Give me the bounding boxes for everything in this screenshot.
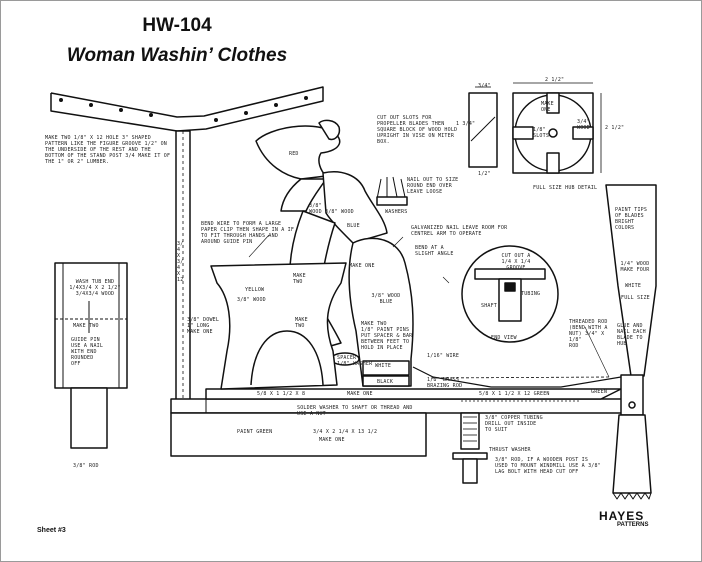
galvanized-nail-label: galvanized nail leave room for centrel a…: [411, 225, 508, 237]
dowel-label: 3/8" dowel 1" long make one: [187, 317, 220, 335]
yellow-label: yellow: [245, 287, 265, 293]
brand-subtitle: PATTERNS: [617, 522, 649, 528]
washtub: [210, 262, 347, 390]
threaded-rod-label: threaded rod (bend with a nut) 3/4" x 1/…: [569, 319, 608, 349]
paint-tips-label: paint tips of blades bright colors: [615, 207, 648, 231]
pattern-number: HW-104: [142, 15, 212, 36]
sheet-number: Sheet #3: [37, 527, 66, 534]
beam-dims-label: 3/4 x 2 1/4 x 13 1/2: [313, 429, 378, 435]
bend-bar-note: make two 1/8" x 12 hole 3" shaped patter…: [45, 135, 171, 165]
green-small-label: green: [591, 389, 608, 395]
hub-detail: [512, 82, 602, 174]
white-blade-label: white: [625, 283, 642, 289]
make-two-pins-label: make two 1/8" paint pins put spacer & ba…: [361, 321, 413, 351]
white-box-label: white: [375, 363, 392, 369]
end-view-circle: [461, 245, 559, 343]
wood-blue-label: 3/8" wood blue: [371, 293, 401, 305]
full-size-label: full size: [621, 295, 650, 301]
brand-name: HAYES: [599, 509, 645, 523]
make-one-beam-label: make one: [319, 437, 345, 443]
thrust-washer-label: thrust washer: [489, 447, 531, 453]
base-beam: [170, 388, 632, 457]
tub-wood-label: 3/8" wood: [237, 297, 266, 303]
paint-green-label: paint green: [237, 429, 273, 435]
solder-note-label: solder washer to shaft or thread and use…: [297, 405, 413, 417]
bottom-rod-label: 3/8" rod: [73, 463, 99, 469]
slot-block-height-label: 1 3/4": [456, 121, 476, 127]
make-two-tub-label: make two: [295, 317, 308, 329]
blade-wood-label: 1/4" wood make four: [620, 261, 650, 273]
skin-wood-label: 3/8" wood: [325, 209, 354, 215]
make-one-label: make one: [349, 263, 375, 269]
slot-block-width-label: 1/2": [478, 171, 491, 177]
propeller-blade: [605, 184, 657, 500]
pattern-name: Woman Washin’ Clothes: [66, 45, 288, 66]
wood-base-label: 5/8 x 1 1/2 x 8: [257, 391, 306, 397]
hayes-patterns-logo: HAYES PATTERNS: [599, 509, 685, 531]
post-note-label: 3/8" rod, if a wooden post is used to mo…: [495, 457, 601, 475]
hub-side-dims-label: 2 1/2": [605, 125, 625, 131]
cut-groove-label: cut out a 1/4 x 1/4 groove: [501, 253, 531, 271]
stand-dims-label: 3/4 x 3/4 x 12: [177, 241, 184, 283]
arms-wood-label: 3/8" wood: [309, 203, 322, 215]
copper-tubing-label: 3/8" copper tubing drill out inside to s…: [485, 415, 543, 433]
washtub-end-label: wash tub end 1/4x3/4 x 2 1/2" 3/4x3/4 wo…: [69, 279, 121, 297]
glue-nail-label: glue and nail each blade to hub: [617, 323, 646, 347]
make-two-arm-label: make two: [293, 273, 306, 285]
washtub-end-view: [54, 262, 128, 449]
make-one-hub-label: make one: [541, 101, 554, 113]
washer-nail-ornament: [376, 176, 408, 206]
make-two-left-label: make two: [73, 323, 99, 329]
tubing-label: tubing: [521, 291, 541, 297]
green-beam-label: 5/8 x 1 1/2 x 12 green: [479, 391, 550, 397]
full-size-hub-label: full size hub detail: [533, 185, 598, 191]
bend-wire-label: bend wire to form a large paper clip the…: [201, 221, 295, 245]
black-box-label: black: [377, 379, 394, 385]
hub-wood-label: 3/4" wood: [577, 119, 590, 131]
slots-hub-label: 1/8" slots: [533, 127, 550, 139]
slot-block: [468, 86, 498, 168]
blue-top-label: blue: [347, 223, 360, 229]
drive-rod: [412, 366, 622, 388]
shaft-label: shaft: [481, 303, 498, 309]
slight-angle-label: bend at a slight angle: [415, 245, 454, 257]
woman-figure: [255, 119, 414, 387]
bend-bar: [50, 86, 324, 132]
cut-out-slots-label: cut out slots for propeller blades then …: [377, 115, 458, 145]
brass-rod-label: 1/8" brass brazing rod: [427, 377, 463, 389]
end-view-label: end view: [491, 335, 517, 341]
bonnet-color-label: red: [289, 151, 299, 157]
washers-label: washers: [385, 209, 408, 215]
wire-label: 1/16" wire: [427, 353, 460, 359]
hub-dims-label: 2 1/2": [545, 77, 565, 83]
spacer-label: spacer 1/8" washer: [337, 355, 373, 367]
make-one-base-label: make one: [347, 391, 373, 397]
windmill-post: [452, 412, 488, 484]
guide-pin-label: guide pin use a nail with end rounded of…: [71, 337, 104, 367]
slot-block-dims-label: 3/4": [478, 83, 491, 89]
nail-out-label: nail out to size round end over leave lo…: [407, 177, 459, 195]
